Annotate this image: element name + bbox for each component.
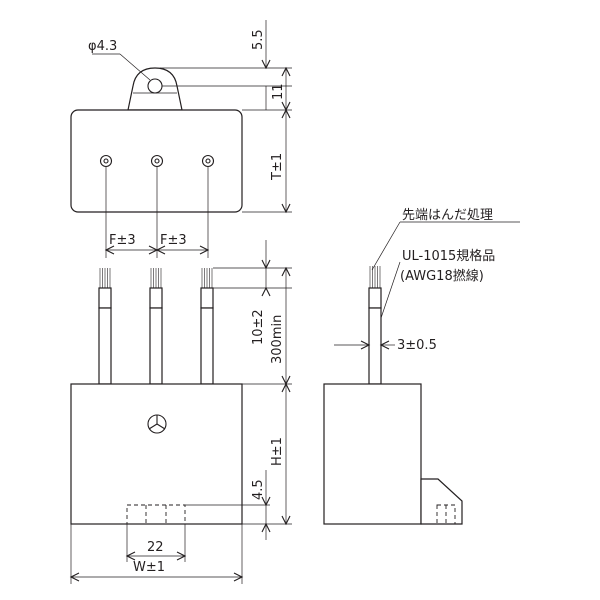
dim-pitch-arrow-3: [155, 245, 166, 255]
dim-T-arrow-top: [281, 108, 291, 119]
top-view: φ4.3 5.5 11 T±1 F±3 F±3: [70, 20, 292, 258]
dim-pitch-arrow-4: [199, 245, 210, 255]
dim-11-arrow-top: [281, 66, 291, 77]
standoff-label: 4.5: [251, 479, 266, 500]
dim-lead-arrow-top: [281, 266, 291, 277]
terminal-right-core: [205, 158, 211, 164]
lead-length-label: 300min: [270, 315, 285, 364]
dim-H-arrow-bottom: [281, 515, 291, 526]
lead-exposed-label: 10±2: [251, 309, 266, 345]
side-lead-tip: [368, 287, 382, 309]
tab-height-label: 5.5: [251, 29, 266, 50]
lead-center-tip: [149, 287, 163, 309]
dim-slot-arrow-left: [125, 551, 136, 561]
side-foot: [420, 478, 463, 525]
front-body: [70, 383, 243, 525]
lead-right: [200, 268, 214, 385]
hole-leader-arrow: [119, 53, 151, 81]
side-lead-insulation: [368, 307, 382, 385]
side-lead: [368, 266, 382, 385]
front-view: 10±2 300min H±1 4.5 22 W±1: [69, 240, 292, 584]
dim-standoff-arrow-bottom: [261, 522, 271, 533]
mounting-slots-dashed: [126, 504, 186, 525]
tip-note-leader: [371, 221, 401, 271]
dim-H-arrow-top: [281, 382, 291, 393]
dim-pitch-arrow-1: [104, 245, 115, 255]
dim-wire-arrow-left: [360, 340, 371, 350]
lead-right-tip: [200, 287, 214, 309]
body-height-label: H±1: [270, 437, 285, 466]
wire-diameter-label: 3±0.5: [397, 338, 437, 353]
side-view: 3±0.5 先端はんだ処理 UL-1015規格品 (AWG18撚線): [323, 208, 520, 525]
lead-left-tip: [98, 287, 112, 309]
terminal-center-core: [154, 158, 160, 164]
dim-strip-arrow-top: [261, 259, 271, 270]
pitch-left-label: F±3: [109, 233, 136, 248]
tab-offset-label: 11: [271, 83, 286, 100]
capacitor-symbol-icon: [147, 414, 167, 434]
mounting-tab: [127, 67, 183, 111]
terminal-left-core: [103, 158, 109, 164]
dim-standoff-arrow-top: [261, 496, 271, 507]
dim-T-arrow-bottom: [281, 203, 291, 214]
lead-center-insulation: [149, 307, 163, 385]
pitch-right-label: F±3: [160, 233, 187, 248]
lead-right-insulation: [200, 307, 214, 385]
dim-slot-arrow-right: [176, 551, 187, 561]
lead-center: [149, 268, 163, 385]
dim-strip-arrow-bottom: [261, 286, 271, 297]
body-width-label: W±1: [133, 560, 165, 575]
wire-spec-leader: [380, 261, 401, 319]
slot-width-label: 22: [147, 540, 164, 555]
lead-left: [98, 268, 112, 385]
dim-5-5-arrow: [261, 59, 271, 70]
wire-spec-line2: (AWG18撚線): [400, 268, 484, 284]
wire-spec-line1: UL-1015規格品: [402, 248, 495, 264]
top-body: [70, 109, 243, 213]
tip-note-label: 先端はんだ処理: [402, 208, 493, 223]
dim-width-arrow-right: [233, 572, 244, 582]
side-body: [323, 383, 422, 525]
dim-width-arrow-left: [69, 572, 80, 582]
hole-diameter-label: φ4.3: [88, 39, 117, 54]
lead-left-insulation: [98, 307, 112, 385]
dim-wire-arrow-right: [379, 340, 390, 350]
depth-label: T±1: [270, 153, 285, 181]
